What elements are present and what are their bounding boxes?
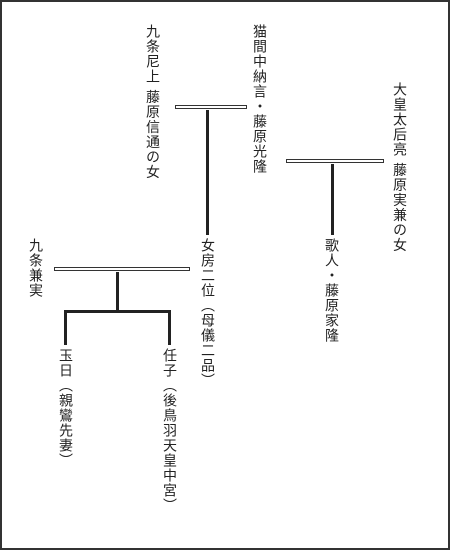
descent-line-kanezane-children [116, 272, 119, 312]
person-line: 藤原信通の女 [144, 89, 160, 180]
person-fujiwara-ietaka: 歌人・藤原家隆 [322, 238, 339, 343]
marriage-line-mitsutaka-kotaigo-ryo [286, 159, 384, 163]
person-kotaigo-ryo: 大皇太后亮 藤原実兼の女 [390, 82, 407, 252]
descent-line-to-ninshi [168, 310, 171, 345]
person-line: 任子（後鳥羽天皇中宮） [161, 348, 177, 513]
marriage-line-mitsutaka-kujo-ama [175, 105, 247, 109]
person-gyokujitsu: 玉日（親鸞先妻） [56, 348, 73, 468]
person-line: 九条兼実 [27, 238, 43, 298]
descent-line-to-nyobo-nii [206, 110, 209, 235]
person-line: 玉日（親鸞先妻） [57, 348, 73, 468]
person-line: 九条尼上 [144, 24, 160, 84]
person-line: 歌人・藤原家隆 [323, 238, 339, 343]
person-ninshi: 任子（後鳥羽天皇中宮） [160, 348, 177, 513]
sibling-line [64, 310, 171, 313]
person-kujo-ama-ue: 九条尼上 藤原信通の女 [143, 24, 160, 179]
descent-line-to-gyokujitsu [64, 310, 67, 345]
person-nyobo-nii: 女房二位（母儀二品） [198, 238, 215, 388]
person-kujo-kanezane: 九条兼実 [26, 238, 43, 298]
marriage-line-kanezane-nyobo [54, 267, 190, 271]
person-line: 女房二位（母儀二品） [199, 238, 215, 388]
person-line: 藤原実兼の女 [391, 162, 407, 253]
person-fujiwara-mitsutaka: 猫間中納言・藤原光隆 [250, 24, 267, 174]
person-line: 猫間中納言・藤原光隆 [251, 24, 267, 174]
person-line: 大皇太后亮 [391, 82, 407, 157]
descent-line-to-ietaka [331, 164, 334, 235]
